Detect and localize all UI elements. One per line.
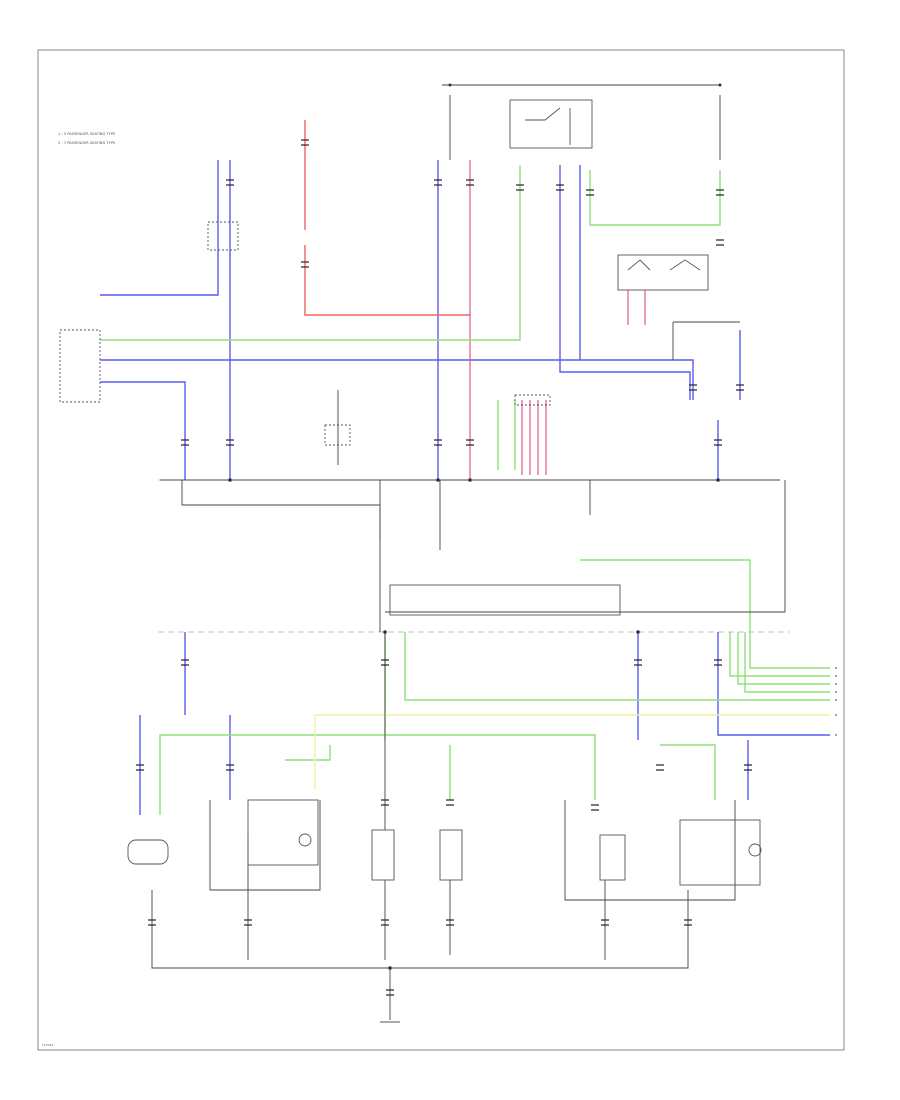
junction-dots [228, 83, 722, 970]
red-wires [304, 120, 470, 316]
lamp-center-a [371, 829, 395, 881]
bulb-right [748, 843, 762, 857]
lamp-left-outer [127, 839, 169, 865]
yellow-wires [314, 714, 830, 790]
lamp-right-assembly [599, 834, 626, 881]
left-switch-block [59, 329, 101, 403]
black-wires [151, 84, 786, 1020]
components [59, 99, 762, 1023]
relay-box-right [617, 254, 709, 291]
legend-line-1: 1 : 5 PASSENGER SEATING TYPE [58, 132, 116, 136]
lamp-center-b [439, 829, 463, 881]
diagram-frame [37, 49, 845, 1051]
footer-code: T12948 [41, 1043, 53, 1047]
green-wires [100, 165, 830, 815]
blue-wires [100, 160, 830, 815]
ecu-block [389, 584, 621, 616]
legend-line-2: 2 : 7 PASSENGER SEATING TYPE [58, 141, 116, 145]
connector-block-mid [514, 394, 551, 406]
lamp-right-outer [679, 819, 761, 886]
fuse-box [324, 424, 351, 446]
bulb-left [298, 833, 312, 847]
connector-marks [136, 139, 752, 996]
relay-box-top [509, 99, 593, 149]
right-terminals [835, 667, 837, 736]
pink-wires [469, 160, 646, 480]
switch-box-left [207, 221, 239, 251]
lamp-left-assembly [247, 799, 319, 866]
